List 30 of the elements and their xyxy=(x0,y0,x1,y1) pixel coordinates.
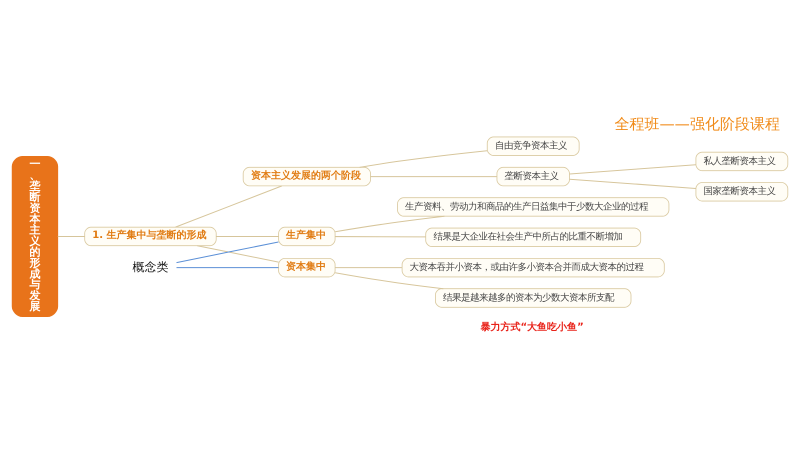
connector xyxy=(216,235,279,236)
node-box: 1. 生产集中与垄断的形成 xyxy=(84,226,217,246)
node-box: 生产资料、劳动力和商品的生产日益集中于少数大企业的过程 xyxy=(397,196,670,216)
connector xyxy=(360,150,488,168)
node-box: 结果是越来越多的资本为少数大资本所支配 xyxy=(434,288,632,308)
connector xyxy=(570,178,696,188)
diagram-title: 全程班——强化阶段课程 xyxy=(614,114,780,132)
node-box: 资本集中 xyxy=(278,257,336,277)
connector xyxy=(176,241,279,263)
node-box: 一、垄断资本主义的形成与发展 xyxy=(12,155,58,316)
node-box: 自由竞争资本主义 xyxy=(486,136,580,156)
connector xyxy=(570,164,696,174)
label: 暴力方式“大鱼吃小鱼” xyxy=(480,322,584,333)
node-box: 结果是大企业在社会生产中所占的比重不断增加 xyxy=(425,227,642,246)
node-box: 资本主义发展的两个阶段 xyxy=(242,166,371,186)
connector xyxy=(335,272,444,289)
connector xyxy=(335,236,426,237)
connector xyxy=(175,184,282,228)
connector xyxy=(197,244,279,262)
connector xyxy=(335,215,445,232)
node-box: 国家垄断资本主义 xyxy=(696,182,788,201)
node-box: 生产集中 xyxy=(278,226,336,246)
node-text: 概念类 xyxy=(132,259,168,274)
node-box: 垄断资本主义 xyxy=(496,166,570,186)
connector xyxy=(58,235,85,236)
node-box: 私人垄断资本主义 xyxy=(696,151,788,171)
connector xyxy=(335,266,402,268)
node-box: 大资本吞并小资本，或由许多小资本合并而成大资本的过程 xyxy=(402,257,665,277)
connector xyxy=(370,176,497,177)
connector xyxy=(176,266,278,268)
